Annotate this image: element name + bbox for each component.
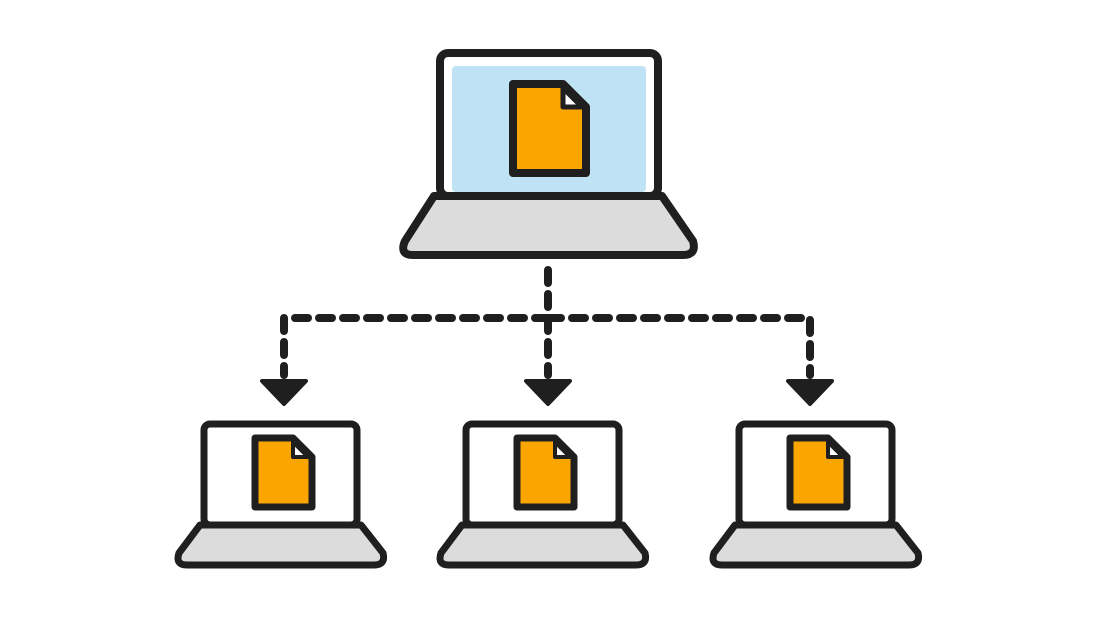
document-icon <box>513 434 578 511</box>
source-laptop <box>399 49 698 259</box>
left-branch-line <box>280 314 552 379</box>
document-icon <box>251 434 316 511</box>
document-icon <box>509 80 590 177</box>
arrowheads <box>260 379 834 406</box>
arrowhead-left <box>260 379 308 406</box>
arrowhead-right <box>786 379 834 406</box>
laptop-base <box>399 192 698 259</box>
laptop-base <box>436 521 650 569</box>
arrowhead-center <box>524 379 572 406</box>
document-icon <box>786 434 851 511</box>
laptop-base <box>174 521 388 569</box>
connector-lines <box>280 266 814 379</box>
target-laptop-left <box>174 420 388 569</box>
laptop-base <box>709 521 923 569</box>
right-branch-line <box>544 314 814 379</box>
target-laptop-center <box>436 420 650 569</box>
target-laptop-right <box>709 420 923 569</box>
